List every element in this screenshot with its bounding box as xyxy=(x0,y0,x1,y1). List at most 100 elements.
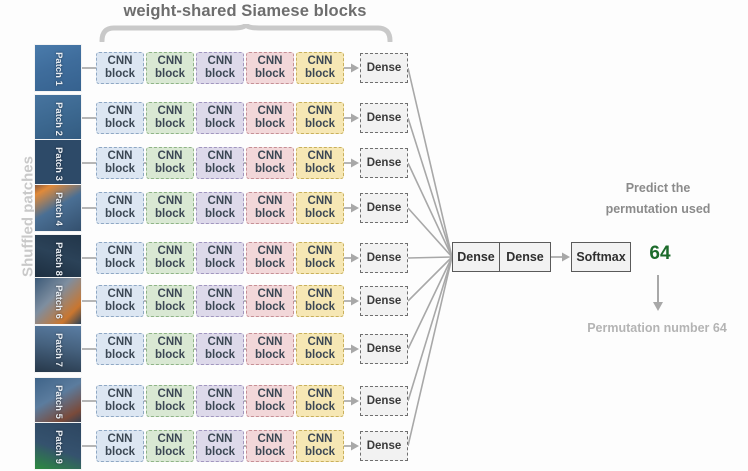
cnn-block-subtitle: block xyxy=(304,163,336,175)
cnn-block-title: CNN xyxy=(207,336,233,348)
row-dense-4[interactable]: Dense xyxy=(360,193,408,223)
cnn-block-title: CNN xyxy=(157,288,183,300)
cnn-block-title: CNN xyxy=(157,336,183,348)
cnn-block-subtitle: block xyxy=(154,68,186,80)
cnn-block-subtitle: block xyxy=(204,401,236,413)
cnn-block-title: CNN xyxy=(257,105,283,117)
row-dense-8[interactable]: Dense xyxy=(360,386,408,416)
cnn-block-subtitle: block xyxy=(154,258,186,270)
cnn-block-title: CNN xyxy=(307,150,333,162)
cnn-block-subtitle: block xyxy=(304,118,336,130)
softmax-box[interactable]: Softmax xyxy=(571,242,631,272)
patch-image-9 xyxy=(35,423,81,469)
patch-thumbnail-5[interactable]: Patch 8 xyxy=(34,234,82,282)
cnn-block-subtitle: block xyxy=(204,349,236,361)
cnn-block-title: CNN xyxy=(257,55,283,67)
patch-image-6 xyxy=(35,278,81,324)
patch-image-8 xyxy=(35,378,81,424)
cnn-block-subtitle: block xyxy=(104,208,136,220)
cnn-block-title: CNN xyxy=(107,336,133,348)
row-dense-3[interactable]: Dense xyxy=(360,148,408,178)
row-dense-7[interactable]: Dense xyxy=(360,334,408,364)
cnn-block-subtitle: block xyxy=(204,208,236,220)
cnn-block-subtitle: block xyxy=(154,446,186,458)
cnn-block-title: CNN xyxy=(207,55,233,67)
cnn-block-title: CNN xyxy=(307,105,333,117)
cnn-block-title: CNN xyxy=(157,388,183,400)
row-dense-2[interactable]: Dense xyxy=(360,103,408,133)
cnn-block-subtitle: block xyxy=(104,258,136,270)
row-dense-9[interactable]: Dense xyxy=(360,431,408,461)
patch-thumbnail-3[interactable]: Patch 3 xyxy=(34,139,82,187)
row-dense-1[interactable]: Dense xyxy=(360,53,408,83)
patch-thumbnail-2[interactable]: Patch 2 xyxy=(34,94,82,142)
cnn-block-title: CNN xyxy=(307,388,333,400)
head-dense-1[interactable]: Dense xyxy=(452,242,499,272)
patch-thumbnail-6[interactable]: Patch 6 xyxy=(34,277,82,325)
cnn-block-subtitle: block xyxy=(254,118,286,130)
patch-thumbnail-4[interactable]: Patch 4 xyxy=(34,184,82,232)
cnn-block-subtitle: block xyxy=(304,349,336,361)
cnn-block-title: CNN xyxy=(107,433,133,445)
patch-thumbnail-7[interactable]: Patch 7 xyxy=(34,325,82,373)
patch-thumbnail-8[interactable]: Patch 5 xyxy=(34,377,82,425)
cnn-block-title: CNN xyxy=(157,150,183,162)
cnn-block-title: CNN xyxy=(207,433,233,445)
row-dense-6[interactable]: Dense xyxy=(360,286,408,316)
patch-thumbnail-1[interactable]: Patch 1 xyxy=(34,44,82,92)
head-dense-2[interactable]: Dense xyxy=(499,242,551,272)
cnn-block-title: CNN xyxy=(107,288,133,300)
patch-label-9: Patch 9 xyxy=(53,430,65,464)
patch-thumbnail-9[interactable]: Patch 9 xyxy=(34,422,82,470)
siamese-blocks-title: weight-shared Siamese blocks xyxy=(123,2,367,20)
cnn-block-title: CNN xyxy=(157,433,183,445)
row-dense-5[interactable]: Dense xyxy=(360,243,408,273)
patch-label-8: Patch 5 xyxy=(53,385,65,419)
